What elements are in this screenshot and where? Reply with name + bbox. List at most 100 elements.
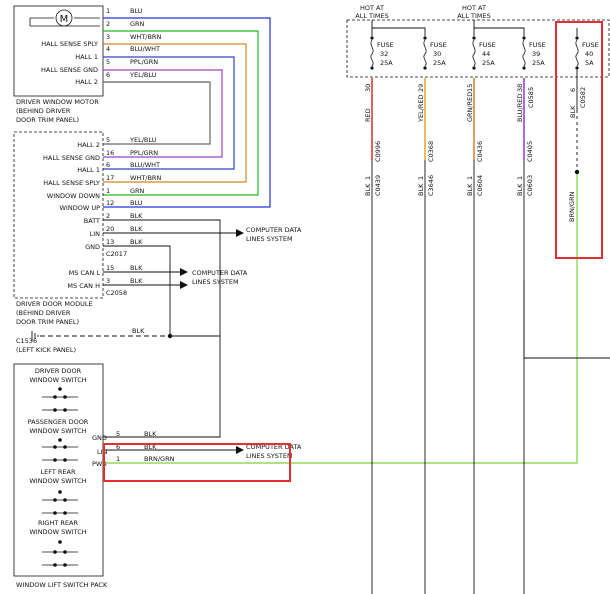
motor-pin-label-6: HALL 2 [75, 78, 98, 86]
module-pin-no-2: 16 [106, 149, 114, 157]
fuse-2-bottom-dot [423, 66, 427, 70]
fuse-4-ground-color: BLK [516, 183, 524, 196]
switch-pin-no-1: 1 [116, 455, 120, 463]
module-pin-label-hallgnd: HALL SENSE GND [43, 154, 100, 162]
module-pin-no-6: 12 [106, 199, 114, 207]
module-pin-label-batt: BATT [84, 217, 100, 225]
motor-caption-1: DRIVER WINDOW MOTOR [16, 98, 99, 106]
switch-3-label-b: WINDOW SWITCH [29, 477, 86, 485]
fuse-1-word: FUSE [377, 41, 394, 49]
motor-wire-color-3: WHT/BRN [130, 33, 161, 41]
svg-text:M: M [60, 14, 69, 25]
switch-3-label-a: LEFT REAR [41, 468, 76, 476]
right-return-wire [523, 280, 610, 359]
fuse-panel-box [346, 19, 610, 78]
switch-pin-no-6: 6 [116, 443, 120, 451]
motor-wire-color-5: PPL/GRN [130, 58, 158, 66]
module-caption-2: (BEHIND DRIVER [16, 309, 71, 317]
motor-pin-label-4: HALL 1 [75, 53, 98, 61]
fuse-5-amp: 5A [585, 59, 594, 67]
module-wire-color-2: PPL/GRN [130, 149, 158, 157]
fuse-3-top-dot [472, 36, 476, 40]
motor-box [13, 5, 104, 97]
fuse-5-number: 40 [585, 50, 593, 58]
hot-label-2b: ALL TIMES [457, 12, 490, 20]
module-wire-color-7: BLK [130, 212, 143, 220]
motor-pin-no-1: 1 [106, 7, 110, 15]
module-pin-label-up: WINDOW UP [60, 204, 101, 212]
fuse-4-connector-b: C0603 [526, 175, 534, 196]
module-pin-label-down: WINDOW DOWN [47, 192, 100, 200]
ground-icon [31, 331, 39, 341]
fuse-5-ground-color: BLK [569, 105, 577, 118]
switch-pin-lin: LIN [97, 448, 108, 456]
fuse-3-number: 44 [482, 50, 490, 58]
ms-wire-color-2: BLK [130, 277, 143, 285]
module-pin-label-hall1: HALL 1 [77, 166, 100, 174]
fuse-1-circuit: 30 [364, 84, 372, 92]
pwr-wire [103, 172, 578, 464]
hot-label-1b: ALL TIMES [355, 12, 388, 20]
motor-pin-no-2: 2 [106, 20, 110, 28]
fuse5-splice-dot [574, 169, 580, 175]
motor-pin-no-4: 4 [106, 45, 110, 53]
ms-pin-no-1: 15 [106, 264, 114, 272]
switch-2-label-b: WINDOW SWITCH [29, 427, 86, 435]
module-box [13, 131, 104, 299]
motor-pin-label-3: HALL SENSE SPLY [41, 40, 98, 48]
fuse-4-number: 39 [532, 50, 540, 58]
fuse-4-top-dot [522, 36, 526, 40]
motor-pin-no-6: 6 [106, 71, 110, 79]
fuse-4-word: FUSE [529, 41, 546, 49]
switch-wire-color-gnd: BLK [144, 430, 157, 438]
computer-data-3b: LINES SYSTEM [246, 452, 293, 460]
hot-label-2a: HOT AT [462, 4, 486, 12]
motor-wire-color-4: BLU/WHT [130, 45, 160, 53]
module-connector-c2058: C2058 [106, 289, 127, 297]
fuse-2-amp: 25A [433, 59, 446, 67]
module-connector-c2017: C2017 [106, 250, 127, 258]
switch-1-label-a: DRIVER DOOR [35, 367, 82, 375]
fuse-2-number: 30 [433, 50, 441, 58]
fuse-2-ground-color: BLK [417, 183, 425, 196]
module-pin-label-lin: LIN [90, 230, 101, 238]
fuse-2-word: FUSE [430, 41, 447, 49]
switch-pack-caption: WINDOW LIFT SWITCH PACK [16, 581, 108, 589]
fuse-3-icon [472, 39, 476, 67]
switch-4-label-a: RIGHT REAR [38, 519, 78, 527]
switch-wire-color-lin: BLK [144, 443, 157, 451]
hot-bus [371, 20, 578, 36]
module-pin-label-hall2: HALL 2 [77, 141, 100, 149]
fuse-4-pin: 1 [516, 176, 524, 180]
module-caption-1: DRIVER DOOR MODULE [16, 300, 93, 308]
module-wire-color-4: WHT/BRN [130, 174, 161, 182]
module-wire-color-5: GRN [130, 187, 145, 195]
module-black-wires [103, 219, 236, 438]
ms-wire-color-1: BLK [130, 264, 143, 272]
motor-caption-2: (BEHIND DRIVER [16, 107, 71, 115]
switch-4-label-b: WINDOW SWITCH [29, 528, 86, 536]
fuse-3-word: FUSE [479, 41, 496, 49]
ms-pin-no-2: 3 [106, 277, 110, 285]
fuse-2-connector-a: C0368 [427, 141, 435, 162]
fuse-3-pin: 1 [466, 176, 474, 180]
motor-wire-color-1: BLU [130, 7, 143, 15]
fuse-5-connector-a: C0582 [579, 87, 587, 108]
module-pin-label-gnd: GND [85, 243, 100, 251]
fuse-4-circuit: 38 [516, 84, 524, 92]
motor-pin-no-3: 3 [106, 33, 110, 41]
fuse-4-icon [522, 39, 526, 67]
motor-pin-label-5: HALL SENSE GND [41, 66, 98, 74]
fuse-3-wire-color: GRN/RED [466, 92, 474, 122]
fuse-2-circuit: 29 [417, 84, 425, 92]
switch-pin-no-5: 5 [116, 430, 120, 438]
motor-wire-color-2: GRN [130, 20, 145, 28]
motor-pin-no-5: 5 [106, 58, 110, 66]
module-pin-no-4: 17 [106, 174, 114, 182]
module-wire-color-3: BLU/WHT [130, 161, 160, 169]
motor-symbol-icon: M [29, 9, 100, 27]
module-pin-no-8: 20 [106, 225, 114, 233]
switch-2-label-a: PASSENGER DOOR [28, 418, 89, 426]
computer-data-2b: LINES SYSTEM [192, 278, 239, 286]
fuse-4-amp: 25A [532, 59, 545, 67]
